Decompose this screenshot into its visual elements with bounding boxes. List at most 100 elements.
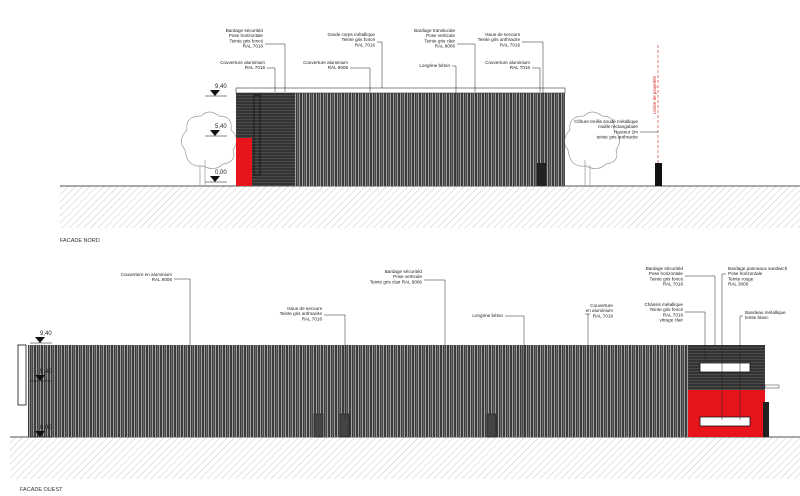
annotation-text: Bardage panneaux sandwich [728, 266, 788, 271]
facade-nord-title: FACADE NORD [60, 238, 100, 244]
ground-hatch [10, 437, 800, 479]
annotation-text: Hauteur 2m [614, 129, 638, 134]
leader-line [685, 311, 706, 363]
annotation-text: Longrine béton [419, 63, 450, 68]
level-marker: 0,00 [30, 425, 52, 438]
level-value: 0,00 [40, 425, 52, 431]
level-value: 9,40 [40, 331, 52, 337]
leader-line [457, 43, 476, 92]
annotation-text: Pose horizontale [229, 33, 264, 38]
annotation-text: Bardage translucide [414, 28, 455, 33]
leader-line [505, 315, 525, 437]
annotation-text: RAL 9006 [152, 277, 173, 282]
tree-icon [564, 111, 620, 186]
side-door [763, 402, 769, 437]
ladder [17, 344, 27, 406]
annotation-text: Couverture en aluminium [121, 272, 172, 277]
annotation-text: en aluminium [586, 308, 613, 313]
annotation-text: RAL 7016 [663, 282, 684, 287]
level-marker: 9,40 [30, 331, 52, 344]
emergency-door [339, 413, 350, 438]
leader-line [265, 43, 286, 92]
leader-line [174, 278, 191, 345]
level-triangle-icon [210, 176, 220, 182]
annotation-text: Teinte gris foncé [650, 276, 684, 281]
annotation-text: Teinte gris foncé [650, 307, 684, 312]
annotation-text: Teinte gris anthracite [280, 311, 323, 316]
level-marker: 5,40 [30, 369, 52, 382]
annotation-text: Bardage sécuritéd [385, 269, 423, 274]
leader-line [424, 279, 446, 345]
ladder [253, 94, 261, 176]
annotation: Longrine béton [472, 313, 525, 437]
annotation-text: Teinte gris clair RAL 9006 [370, 279, 423, 284]
level-triangle-icon [35, 375, 45, 381]
white-band [764, 384, 780, 389]
annotation-text: Pose verticale [393, 274, 422, 279]
annotation-text: Teinte gris foncé [342, 37, 376, 42]
emergency-door [313, 413, 324, 438]
annotation-text: RAL 7016 [245, 65, 266, 70]
red-sandwich-panel [688, 390, 765, 437]
annotation: Longrine béton [419, 63, 457, 186]
level-marker: 0,00 [205, 170, 227, 183]
annotation-text: Bandeau métallique [745, 310, 786, 315]
annotation-text: Pose horizontale [649, 271, 684, 276]
leader-line [324, 314, 346, 420]
leader-line [532, 67, 541, 92]
level-value: 5,40 [40, 369, 52, 375]
annotation-text: RAL 7016 [243, 44, 264, 49]
level-triangle-icon [210, 90, 220, 96]
annotation-text: RAL 7016 [302, 316, 323, 321]
level-triangle-icon [35, 337, 45, 343]
annotation-text: RAL 7016 [355, 42, 376, 47]
annotation-text: Pose verticale [426, 33, 455, 38]
level-marker: 9,40 [205, 84, 227, 97]
annotation-text: Pose horizontale [728, 271, 763, 276]
annotation-text: teinte blanc [745, 315, 769, 320]
level-value: 0,00 [215, 170, 227, 176]
annotation-text: RAL 7016 [510, 65, 531, 70]
red-panel [236, 138, 252, 186]
annotation-text: Bardage sécuritéd [226, 28, 264, 33]
leader-line [452, 65, 457, 186]
annotation-text: Couverture aluminium [485, 60, 530, 65]
annotation-text: teinte gris anthracite [597, 135, 639, 140]
annotation-text: Teinte gris clair [424, 38, 455, 43]
tree-icon [181, 111, 237, 186]
level-value: 5,40 [215, 124, 227, 130]
fence-post [655, 163, 662, 186]
emergency-door [486, 413, 497, 438]
leader-line [685, 275, 716, 345]
property-line-label: Limite de propriété [652, 76, 657, 114]
leader-line [350, 67, 371, 92]
annotation-text: Couverture aluminium [220, 60, 265, 65]
annotation-text: Clôture treillis soudé métallique [574, 119, 638, 124]
facade-nord: Limite de propriété 9,40 5,40 0,00 Bardage… [60, 28, 800, 244]
annotation-text: RAL 9006 [435, 44, 456, 49]
annotation-text: RAL 3000 [728, 282, 749, 287]
windows [699, 362, 751, 427]
emergency-door [537, 163, 546, 186]
annotation-text: Teinte rouge [728, 276, 754, 281]
level-triangle-icon [210, 130, 220, 136]
facade-ouest: 9,405,400,00 Couverture en aluminiumRAL … [10, 266, 800, 493]
annotation-text: Teinte gris anthracite [478, 37, 521, 42]
annotation-text: Teinte gris foncé [230, 38, 264, 43]
leader-line [739, 315, 743, 420]
leader-line [721, 273, 726, 420]
annotation: Clôture treillis soudé métalliquemaille … [574, 119, 658, 140]
